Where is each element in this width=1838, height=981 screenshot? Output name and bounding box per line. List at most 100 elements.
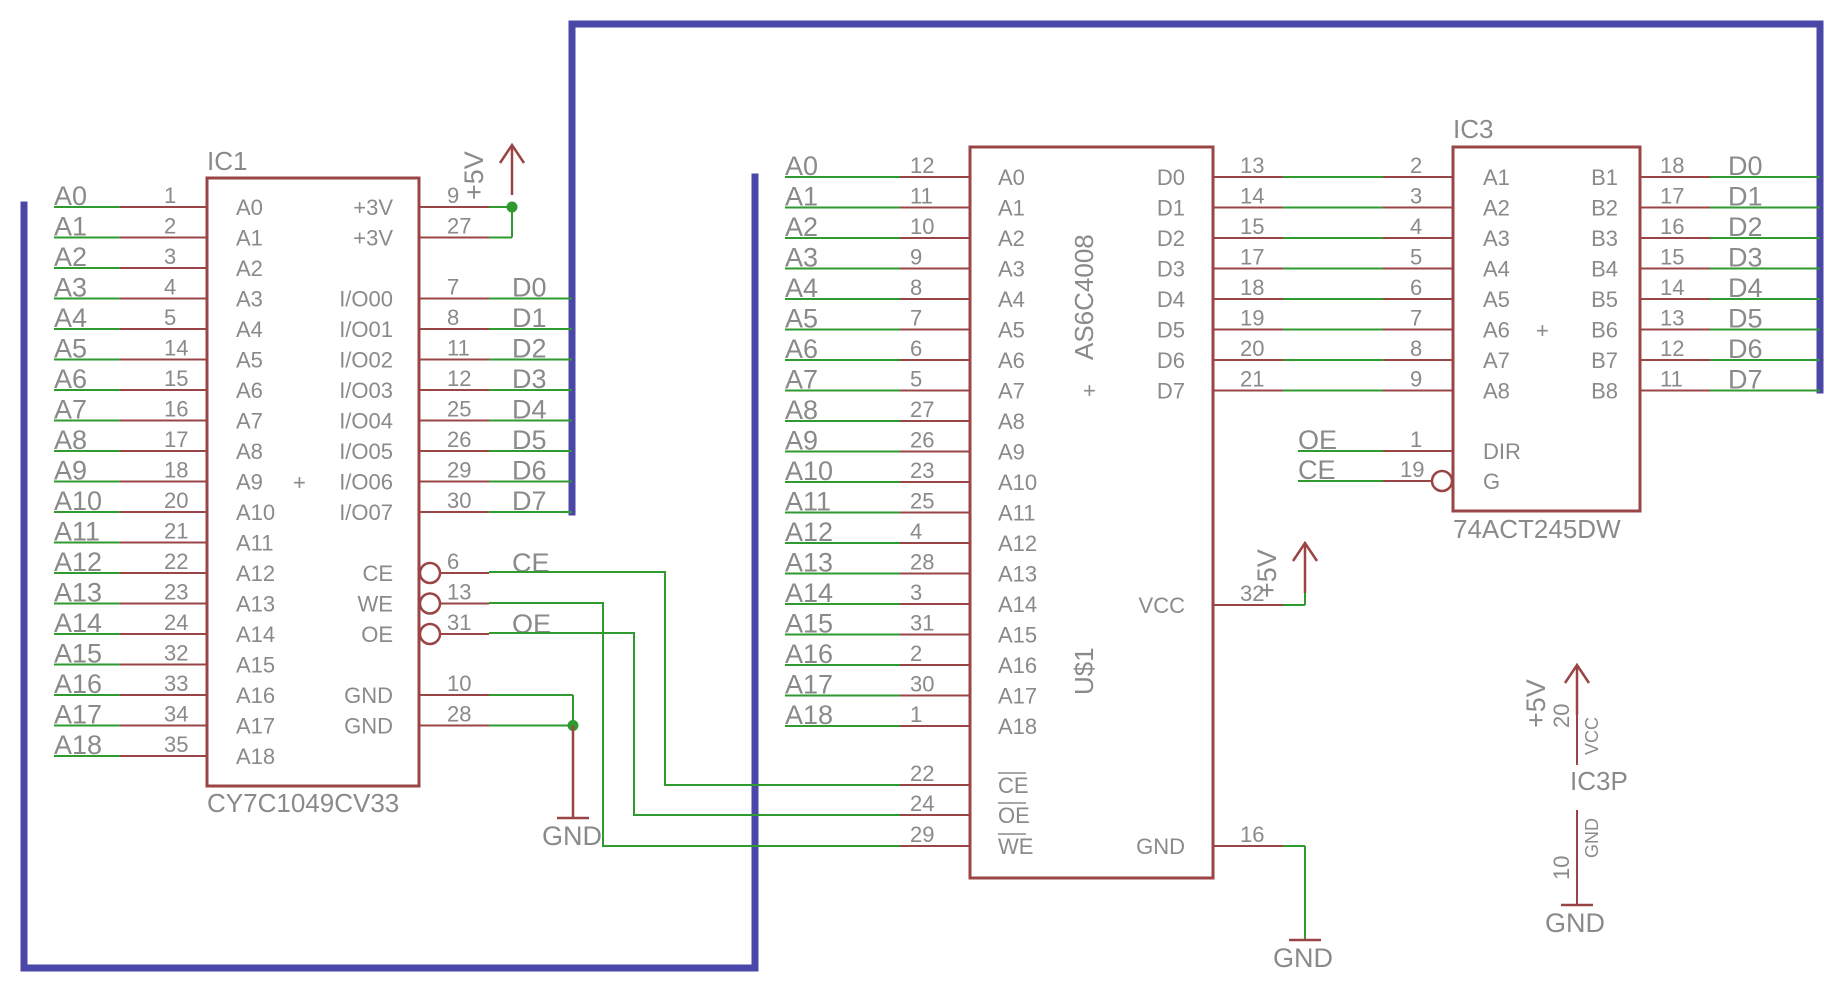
ic1-data-net-label: D4 [512,395,547,425]
ic3-pin-num: 14 [1660,275,1684,300]
ic1-pin-label: I/O00 [339,287,393,312]
ic1-plus5v-label: +5V [459,151,489,200]
ic1-pin-num: 9 [447,183,459,208]
us1-pin-label: A9 [998,440,1025,465]
ic1-pin-label: A0 [236,195,263,220]
us1-net-label: A12 [785,517,833,547]
ic3-pin-num: 15 [1660,245,1684,270]
ic3-pin-label: A5 [1483,287,1510,312]
ic1-pin-label: +3V [353,226,393,251]
us1-net-label: A13 [785,548,833,578]
ic1-pin-label: A3 [236,287,263,312]
ic1-net-label: A17 [54,700,102,730]
us1-pin-label: A4 [998,287,1025,312]
us1-net-label: A15 [785,609,833,639]
us1-pin-num: 20 [1240,336,1264,361]
us1-pin-num: 7 [910,306,922,331]
us1-net-label: A3 [785,243,818,273]
ic1-pin-label: A18 [236,744,275,769]
ic1-pin-label: A9 [236,470,263,495]
ic3p-gnd-text: GND [1545,908,1605,938]
ic1-pin-label: A1 [236,226,263,251]
ic1-data-net-label: D5 [512,425,547,455]
us1-pin-num: 11 [910,184,933,209]
ic1-pin-label: A14 [236,622,275,647]
us1-pin-label: A3 [998,257,1025,282]
us1-pin-num: 22 [910,761,934,786]
us1-pin-num: 2 [910,641,922,666]
ic1-pin-label: I/O07 [339,500,393,525]
ic3-pin-label: B6 [1591,318,1618,343]
ic3-net-label: D2 [1728,212,1763,242]
ic3-net-label: D6 [1728,334,1763,364]
ic3-part: IC374ACT245DW+A12A23A34A45A56A67A78A89B1… [1298,114,1820,544]
us1-net-label: A10 [785,456,833,486]
ic1-net-label: A1 [54,212,87,242]
ic3p-name: IC3P [1570,766,1628,796]
ic1-pin-num: 17 [164,427,188,452]
us1-pin-label: A0 [998,165,1025,190]
us1-pin-label: D2 [1157,226,1185,251]
us1-pin-num: 23 [910,458,934,483]
us1-pin-label: D1 [1157,196,1185,221]
ic1-pin-label: WE [358,592,393,617]
us1-net-label: A8 [785,395,818,425]
ic3-pin-num: 8 [1410,336,1422,361]
ic1-pin-label: +3V [353,195,393,220]
ic1-pin-num: 7 [447,275,459,300]
us1-pin-label: D6 [1157,348,1185,373]
ic1-net-label: A2 [54,242,87,272]
us1-pin-num: 13 [1240,153,1264,178]
ic3-pin-label: A1 [1483,165,1510,190]
ic1-data-net-label: D1 [512,303,547,333]
ic1-pin-label: I/O02 [339,348,393,373]
ic1-oe-net-label: OE [512,609,551,639]
ic1-vcc-junction [506,201,518,213]
ic1-pin-label: I/O04 [339,409,393,434]
us1-pin-num: 1 [910,702,922,727]
ic1-pin-num: 11 [447,336,470,361]
us1-pin-num: 8 [910,275,922,300]
us1-name: U$1 [1069,647,1099,695]
us1-net-label: A9 [785,426,818,456]
ic3-pin-label: A4 [1483,257,1510,282]
ic1-pin-num: 16 [164,397,188,422]
ic1-pin-num: 21 [164,519,188,544]
ic3-net-label: D7 [1728,365,1763,395]
us1-pin-label: A16 [998,653,1037,678]
ic1-value: CY7C1049CV33 [207,788,399,818]
us1-pin-num: 19 [1240,306,1264,331]
ce-route-wire [489,571,900,786]
ic1-pin-num: 12 [447,366,471,391]
ic3-pin-num: 3 [1410,184,1422,209]
us1-pin-num: 25 [910,489,934,514]
we-route-wire [489,602,900,847]
us1-pin-num: 12 [910,153,934,178]
us1-value: AS6C4008 [1069,234,1099,360]
us1-pin-label: D3 [1157,257,1185,282]
ic3-pin-label: B7 [1591,348,1618,373]
us1-pin-num: 26 [910,428,934,453]
us1-pin-label: A8 [998,409,1025,434]
ic1-pin-label: A6 [236,378,263,403]
ic1-pin-label: OE [361,622,393,647]
ic3-inversion-bubble [1430,469,1454,493]
ic1-pin-label: A15 [236,653,275,678]
us1-pin-num: 9 [910,245,922,270]
ic1-pin-label: A10 [236,500,275,525]
oe-route-wire [489,632,900,816]
ic3-pin-label: A7 [1483,348,1510,373]
us1-pin-num: 10 [910,214,934,239]
address-bus-left [20,173,759,972]
ic1-net-label: A0 [54,181,87,211]
ic1-data-net-label: D3 [512,364,547,394]
ic3-pin-label: A8 [1483,379,1510,404]
ic3-net-label: D1 [1728,182,1763,212]
us1-plus5v-label: +5V [1252,549,1282,598]
ic1-pin-label: A16 [236,683,275,708]
ic1-pin-num: 29 [447,458,471,483]
ic1-pin-num: 34 [164,702,188,727]
ic3-pin-num: 6 [1410,275,1422,300]
